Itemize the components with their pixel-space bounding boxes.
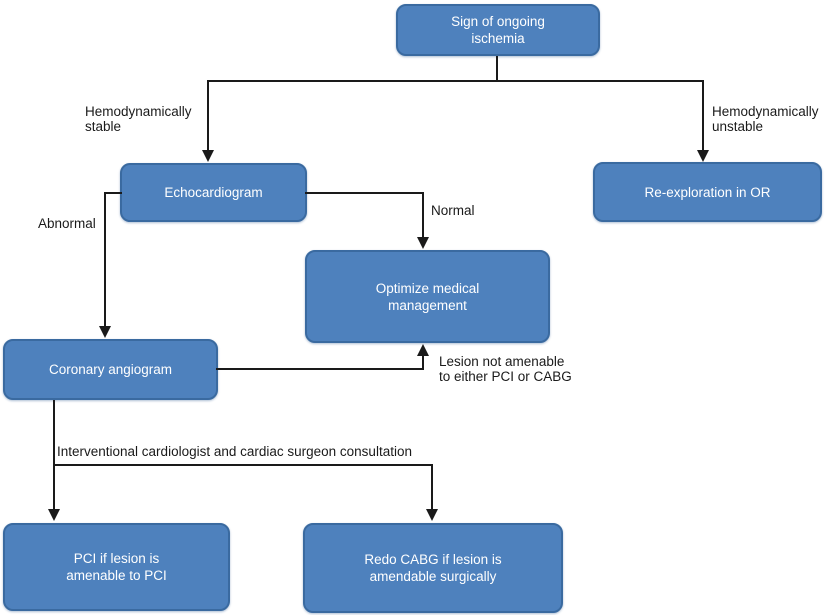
connector-to-redo-cabg <box>431 464 433 511</box>
node-pci: PCI if lesion is amenable to PCI <box>3 523 230 611</box>
node-sign-of-ongoing-ischemia: Sign of ongoing ischemia <box>396 4 600 56</box>
connector-to-coronary <box>104 192 106 328</box>
connector-echo-right-stub <box>305 192 424 194</box>
connector-to-pci <box>53 400 55 511</box>
edge-label-abnormal: Abnormal <box>38 216 96 231</box>
node-label: Sign of ongoing ischemia <box>451 14 545 46</box>
arrowhead-to-optimize-top <box>417 237 429 249</box>
connector-consultation-branch <box>53 464 433 466</box>
node-label: Echocardiogram <box>164 185 263 200</box>
connector-echo-left-stub <box>104 192 122 194</box>
node-re-exploration-in-or: Re-exploration in OR <box>593 162 822 222</box>
arrowhead-to-reexploration <box>697 150 709 162</box>
node-coronary-angiogram: Coronary angiogram <box>3 339 218 400</box>
node-label: Coronary angiogram <box>48 362 173 377</box>
node-label: PCI if lesion is amenable to PCI <box>66 551 167 583</box>
node-label: Redo CABG if lesion is amendable surgica… <box>364 552 502 584</box>
node-label: Re-exploration in OR <box>644 184 771 200</box>
connector-coronary-right-stub <box>216 368 424 370</box>
edge-label-normal: Normal <box>431 203 475 218</box>
arrowhead-to-optimize-bottom <box>417 344 429 356</box>
connector-to-optimize-bottom <box>422 355 424 369</box>
edge-label-lesion-not-amenable: Lesion not amenable to either PCI or CAB… <box>439 354 572 384</box>
connector-sign-stub <box>496 56 498 81</box>
node-optimize-medical-management: Optimize medical management <box>305 250 550 343</box>
arrowhead-to-echo <box>202 150 214 162</box>
edge-label-hemodynamically-stable: Hemodynamically stable <box>85 104 192 134</box>
edge-label-hemodynamically-unstable: Hemodynamically unstable <box>712 104 819 134</box>
connector-top-branch <box>207 80 704 82</box>
arrowhead-to-coronary <box>99 326 111 338</box>
node-echocardiogram: Echocardiogram <box>120 163 307 222</box>
edge-label-consultation: Interventional cardiologist and cardiac … <box>57 444 412 459</box>
connector-to-echo <box>207 80 209 152</box>
node-redo-cabg: Redo CABG if lesion is amendable surgica… <box>303 523 563 613</box>
connector-to-optimize-top <box>422 192 424 239</box>
node-label: Optimize medical management <box>375 280 480 313</box>
arrowhead-to-redo-cabg <box>426 509 438 521</box>
arrowhead-to-pci <box>48 509 60 521</box>
connector-to-reexploration <box>702 80 704 152</box>
